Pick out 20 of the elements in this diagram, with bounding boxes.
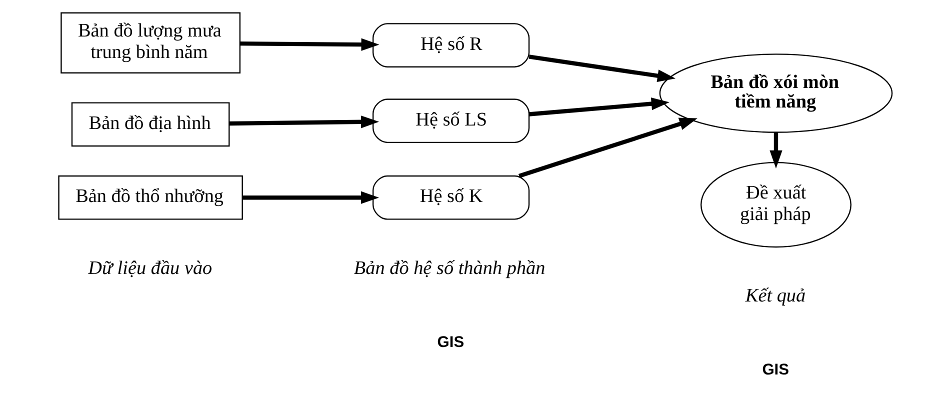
arrow bbox=[528, 54, 676, 82]
arrow bbox=[518, 118, 698, 178]
arrow bbox=[770, 132, 782, 168]
node-box: Bản đồ địa hình bbox=[71, 102, 230, 147]
node-box: Bản đồ thổ nhưỡng bbox=[58, 175, 243, 220]
node-box: Hệ số K bbox=[372, 175, 530, 220]
node-box: Hệ số LS bbox=[372, 98, 530, 144]
node-ellipse: Đề xuất giải pháp bbox=[700, 162, 852, 248]
label: Dữ liệu đầu vào bbox=[88, 258, 212, 280]
label: Kết quả bbox=[745, 286, 806, 307]
node-box: Bản đồ lượng mưa trung bình năm bbox=[60, 12, 241, 74]
arrow bbox=[528, 97, 670, 116]
label: GIS bbox=[762, 361, 790, 378]
arrow bbox=[242, 191, 380, 204]
label: GIS bbox=[437, 334, 464, 351]
arrow bbox=[240, 38, 380, 51]
node-ellipse: Bản đồ xói mòn tiềm năng bbox=[659, 54, 893, 133]
label: Bản đồ hệ số thành phần bbox=[354, 258, 546, 280]
arrow bbox=[229, 116, 380, 128]
node-box: Hệ số R bbox=[372, 23, 530, 68]
